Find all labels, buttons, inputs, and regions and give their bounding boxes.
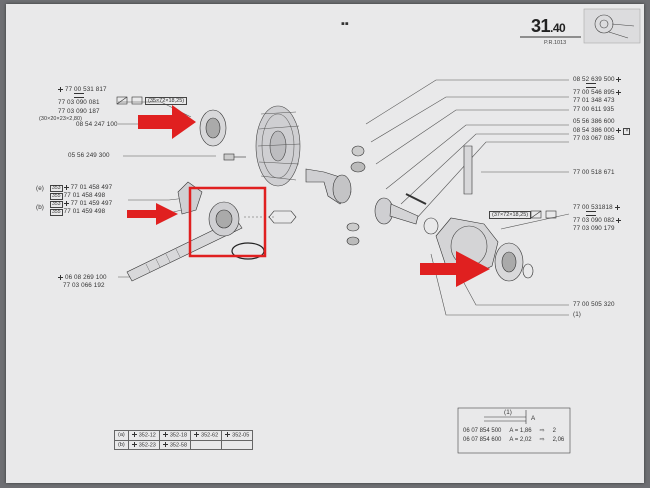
part-label: 77 00 531 817: [58, 86, 107, 93]
table-row: (a) 352-12 352-18 352-62 352-05: [114, 430, 254, 441]
part-label: 77 03 066 192: [63, 282, 105, 289]
cross-icon: [616, 89, 622, 95]
part-label: 08 54 247 100: [76, 121, 118, 128]
shim-arrow-icon: ⇨: [539, 428, 545, 434]
ref-cell: 352-12: [127, 430, 160, 441]
shim-header-right: A: [531, 415, 536, 422]
table-row: 06 07 854 500 A = 1,86 ⇨ 2: [459, 426, 568, 435]
shim-table: 06 07 854 500 A = 1,86 ⇨ 2 06 07 854 600…: [459, 426, 568, 444]
shim-part: 06 07 854 600: [463, 436, 502, 443]
cross-icon: [616, 127, 622, 133]
part-label: 05 56 249 300: [68, 152, 110, 159]
part-label: 77 00 518 671: [573, 169, 615, 176]
part-label: 08 52 639 500: [573, 76, 623, 83]
part-label: 77 00 546 895: [573, 89, 623, 96]
page-code: P.R.1013: [544, 40, 567, 46]
equivalent-icon: [586, 83, 596, 90]
part-label: 05 56 386 600: [573, 118, 615, 125]
equivalent-icon: [74, 93, 84, 100]
table-row: (b) 352-23 352-58: [114, 439, 254, 450]
part-label: 77 03 090 179: [573, 225, 615, 232]
part-label: (1): [573, 311, 581, 318]
shim-result: 2: [552, 427, 556, 434]
shim-result: 2,06: [552, 436, 565, 443]
page-number: 31.40: [531, 16, 566, 36]
tolerance-label: (35×72×18,25): [145, 97, 188, 105]
shim-header-left: (1): [504, 409, 512, 416]
ref-cell: 352-62: [190, 430, 223, 441]
shim-part: 06 07 854 500: [463, 427, 502, 434]
part-label: 08 54 386 000 ×: [573, 127, 631, 135]
equivalent-icon: [586, 211, 596, 218]
parts-sheet: ▪▪ 31.40 P.R.1013: [6, 4, 644, 483]
cross-icon: [63, 184, 69, 190]
arrow-right-bearing: [420, 251, 490, 287]
part-label: 06 08 269 100: [58, 274, 107, 281]
arrow-pinion: [127, 203, 178, 225]
group-label: (b): [36, 204, 44, 211]
table-row: 06 07 854 600 A = 2,02 ⇨ 2,06: [459, 435, 568, 444]
part-label: 77 03 090 082: [573, 217, 623, 224]
reference-table: (a) 352-12 352-18 352-62 352-05 (b) 352-…: [114, 430, 254, 450]
part-label: 77 01 348 473: [573, 97, 615, 104]
row-label: (a): [114, 430, 129, 441]
part-label: 77 00 505 320: [573, 301, 615, 308]
exploded-diagram: [116, 8, 641, 454]
row-label: (b): [114, 439, 129, 450]
shim-condition: A = 1,86: [509, 427, 532, 434]
cross-icon: [58, 86, 63, 92]
highlight-box: [188, 186, 267, 258]
cross-icon: [616, 217, 622, 223]
group-label: (e): [36, 185, 44, 192]
cross-icon: [614, 204, 620, 210]
tolerance-label: (30×20×23×2,80): [39, 116, 83, 122]
cross-icon: [63, 200, 69, 206]
ref-cell: 352-05: [221, 430, 254, 441]
shim-condition: A = 2,02: [509, 436, 532, 443]
ref-cell: 352-23: [127, 439, 160, 450]
part-label: 77 03 090 187: [58, 108, 100, 115]
part-label: 77 03 090 081: [58, 99, 100, 106]
part-label: 77 00 611 935: [573, 106, 615, 113]
part-label: 77 03 067 085: [573, 135, 615, 142]
shim-arrow-icon: ⇨: [539, 437, 545, 443]
ref-cell: 352-18: [158, 430, 192, 441]
top-mark: ▪▪: [341, 18, 349, 30]
ref-cell: 352-58: [158, 439, 192, 450]
tolerance-label: (37×72×18,25): [489, 211, 532, 219]
arrow-left-bearing: [138, 105, 196, 139]
cross-icon: [616, 76, 622, 82]
cross-icon: [58, 274, 63, 280]
part-label: 77 00 531818: [573, 204, 622, 211]
